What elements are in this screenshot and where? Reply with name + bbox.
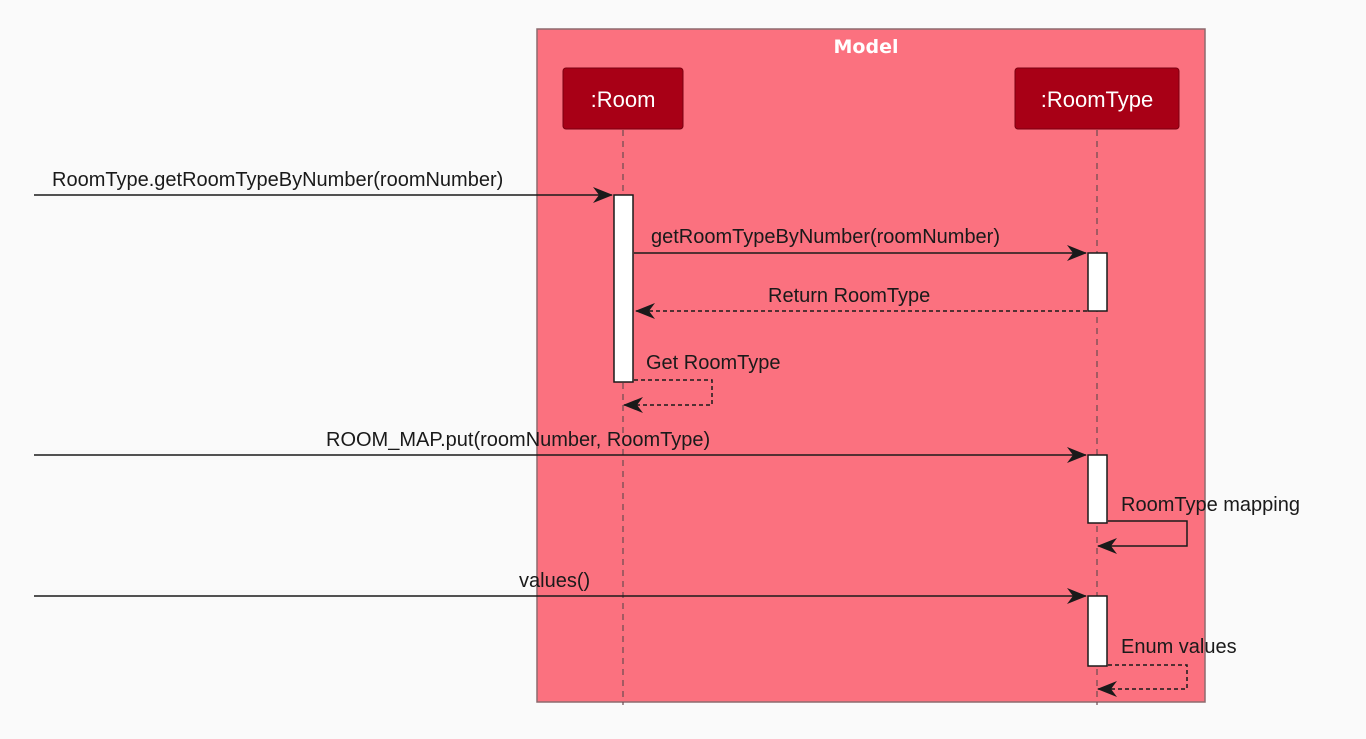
message-label: Return RoomType	[768, 285, 930, 307]
model-group-title: Model	[834, 36, 899, 58]
message-label: Enum values	[1121, 636, 1237, 658]
message-roomtype-mapping-self: RoomType mapping	[1097, 494, 1300, 554]
message-getRoomTypeByNumber-external: RoomType.getRoomTypeByNumber(roomNumber)	[34, 169, 613, 203]
message-values: values()	[34, 570, 1087, 604]
participant-roomtype[interactable]: :RoomType	[1014, 67, 1180, 130]
message-label: values()	[519, 570, 590, 592]
message-arrow	[623, 379, 713, 413]
message-enum-values-self: Enum values	[1097, 636, 1237, 697]
participant-room-label: :Room	[591, 87, 656, 112]
participant-roomtype-box	[1014, 67, 1180, 130]
activation-roomtype-3	[1087, 595, 1108, 667]
activation-roomtype-1	[1087, 252, 1108, 312]
message-label: RoomType.getRoomTypeByNumber(roomNumber)	[52, 169, 503, 191]
model-group-box	[536, 28, 1206, 703]
participant-room-box	[562, 67, 684, 130]
message-get-roomtype-self: Get RoomType	[623, 352, 781, 413]
message-label: getRoomTypeByNumber(roomNumber)	[651, 226, 1000, 248]
message-label: RoomType mapping	[1121, 494, 1300, 516]
message-return-roomtype: Return RoomType	[635, 285, 1087, 319]
activation-room	[613, 194, 634, 383]
message-arrow	[1097, 520, 1188, 554]
participant-roomtype-label: :RoomType	[1041, 87, 1154, 112]
message-label: ROOM_MAP.put(roomNumber, RoomType)	[326, 429, 710, 451]
message-label: Get RoomType	[646, 352, 781, 374]
activation-roomtype-2	[1087, 454, 1108, 524]
message-room-map-put: ROOM_MAP.put(roomNumber, RoomType)	[34, 429, 1087, 463]
message-getRoomTypeByNumber-internal: getRoomTypeByNumber(roomNumber)	[634, 226, 1087, 261]
participant-room[interactable]: :Room	[562, 67, 684, 130]
message-arrow	[1097, 664, 1188, 697]
